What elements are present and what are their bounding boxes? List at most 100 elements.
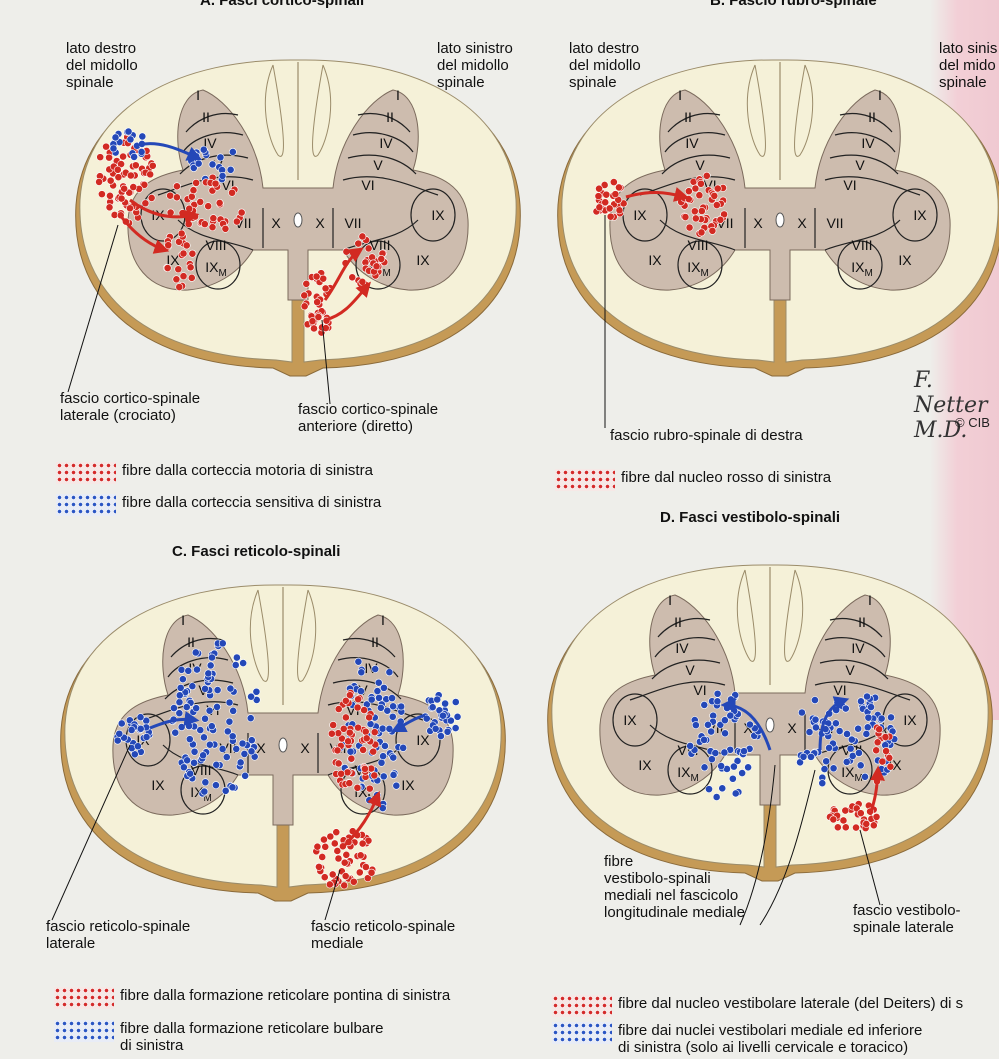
blue-fibre-dot [176, 692, 183, 699]
blue-fibre-dot [843, 758, 850, 765]
blue-fibre-dot [812, 716, 819, 723]
red-fibre-dot [147, 171, 154, 178]
blue-fibre-dot [865, 714, 872, 721]
lamina-label: V [373, 157, 383, 173]
blue-fibre-dot [179, 676, 186, 683]
lamina-label: IX [638, 757, 652, 773]
blue-fibre-dot [137, 725, 144, 732]
panel-a-lateral-tract-label: fascio cortico-spinale laterale (crociat… [60, 390, 200, 424]
red-fibre-dot [359, 746, 366, 753]
panel-b-left-cord-label: lato sinis del mido spinale [939, 40, 997, 91]
red-fibre-dot [322, 843, 329, 850]
red-fibre-dot [349, 274, 356, 281]
lamina-label: I [381, 612, 385, 628]
red-fibre-dot [370, 748, 377, 755]
blue-fibre-dot [388, 695, 395, 702]
lamina-label: IX [898, 252, 912, 268]
lamina-label: VI [833, 682, 846, 698]
red-fibre-dot [346, 780, 353, 787]
red-fibre-dot [165, 242, 172, 249]
blue-fibre-dot [134, 743, 141, 750]
red-fibre-dot [355, 240, 362, 247]
blue-fibre-dot [378, 759, 385, 766]
red-fibre-dot [606, 205, 613, 212]
red-fibre-dot [371, 772, 378, 779]
red-fibre-dot [210, 215, 217, 222]
blue-fibre-dot [377, 704, 384, 711]
red-fibre-dot [334, 747, 341, 754]
blue-fibre-dot [386, 725, 393, 732]
lamina-label: IV [861, 135, 875, 151]
lamina-subscript: M [690, 773, 698, 784]
red-fibre-dot [834, 824, 841, 831]
panel-a-anterior-tract-label: fascio cortico-spinale anteriore (dirett… [298, 401, 438, 435]
blue-fibre-dot [239, 740, 246, 747]
red-fibre-dot [882, 747, 889, 754]
lamina-label: II [371, 634, 379, 650]
blue-fibre-dot [205, 670, 212, 677]
red-fibre-dot [607, 213, 614, 220]
blue-fibre-dot [739, 769, 746, 776]
blue-fibre-dot [347, 748, 354, 755]
blue-fibre-dot [452, 698, 459, 705]
lamina-label: IV [685, 135, 699, 151]
red-fibre-dot [189, 250, 196, 257]
red-fibre-dot [616, 207, 623, 214]
panel-a-right-cord-label: lato destro del midollo spinale [66, 40, 138, 91]
red-fibre-dot [354, 724, 361, 731]
blue-fibre-dot [138, 148, 145, 155]
red-fibre-dot [173, 183, 180, 190]
red-fibre-dot [115, 174, 122, 181]
lamina-label: II [858, 614, 866, 630]
blue-fibre-dot [798, 709, 805, 716]
blue-fibre-dot [714, 690, 721, 697]
blue-fibre-dot [379, 725, 386, 732]
red-fibre-dot [190, 187, 197, 194]
blue-fibre-dot [379, 804, 386, 811]
lamina-label: V [695, 157, 705, 173]
lamina-label: VIII [687, 237, 708, 253]
blue-fibre-dot [213, 761, 220, 768]
red-fibre-dot [119, 153, 126, 160]
red-fibre-dot [118, 195, 125, 202]
blue-fibre-dot [708, 728, 715, 735]
blue-fibre-dot [727, 712, 734, 719]
blue-fibre-dot [819, 780, 826, 787]
red-fibre-dot [328, 730, 335, 737]
red-fibre-dot [167, 192, 174, 199]
blue-fibre-dot [713, 793, 720, 800]
red-fibre-dot [193, 179, 200, 186]
blue-fibre-dot [855, 725, 862, 732]
red-fibre-dot [596, 204, 603, 211]
blue-fibre-dot [374, 687, 381, 694]
red-fibre-dot [331, 840, 338, 847]
red-fibre-dot [359, 840, 366, 847]
red-fibre-dot [343, 851, 350, 858]
blue-fibre-dot [701, 764, 708, 771]
lamina-label: X [271, 215, 281, 231]
blue-fibre-dot [355, 658, 362, 665]
legend-d-blue: fibre dai nuclei vestibolari mediale ed … [552, 1022, 922, 1056]
central-canal [766, 718, 774, 732]
blue-fibre-dot [233, 654, 240, 661]
central-canal [279, 738, 287, 752]
cord-section-d: IIIIVVVIVIIVIIIIXIXIXMXIIIIVVVIVIIVIIIIX… [548, 565, 993, 881]
panel-b-tract-label: fascio rubro-spinale di destra [610, 427, 803, 444]
red-fibre-dot [149, 162, 156, 169]
lamina-subscript: M [218, 268, 226, 279]
blue-fibre-dot [721, 730, 728, 737]
lamina-label: IV [851, 640, 865, 656]
red-fibre-dot [106, 192, 113, 199]
red-fibre-dot [222, 225, 229, 232]
blue-fibre-dot [200, 734, 207, 741]
blue-fibre-dot [700, 736, 707, 743]
red-fibre-dot [361, 706, 368, 713]
red-fibre-dot [228, 189, 235, 196]
blue-fibre-dot [389, 713, 396, 720]
blue-fibre-dot [705, 786, 712, 793]
red-fibre-dot [348, 755, 355, 762]
legend-a-red: fibre dalla corteccia motoria di sinistr… [56, 462, 373, 484]
blue-fibre-dot [823, 758, 830, 765]
red-fibre-dot [186, 205, 193, 212]
lamina-label: VII [344, 215, 361, 231]
